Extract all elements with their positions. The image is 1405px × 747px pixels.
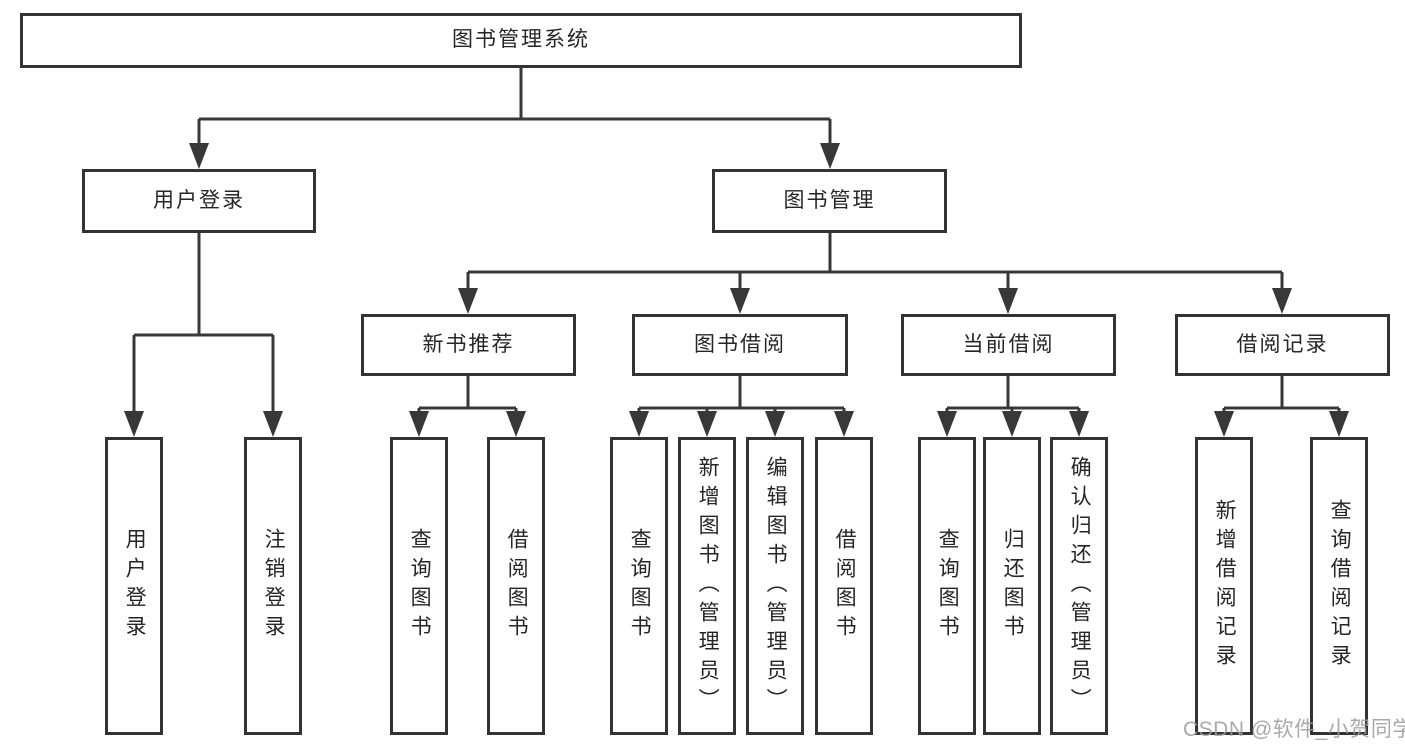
node-root-system: 图书管理系统 <box>20 13 1022 68</box>
leaf-query-books: 查询图书 <box>610 437 668 735</box>
arrow-down-icon <box>409 411 429 437</box>
leaf-borrow-books: 借阅图书 <box>487 437 545 735</box>
leaf-add-borrow-record: 新增借阅记录 <box>1195 437 1253 735</box>
connector-root-to-level2 <box>197 68 832 145</box>
arrow-down-icon <box>629 411 649 437</box>
arrow-down-icon <box>998 288 1018 314</box>
leaf-borrow-books: 借阅图书 <box>815 437 873 735</box>
arrow-down-icon <box>820 143 840 169</box>
leaf-query-books: 查询图书 <box>390 437 448 735</box>
node-new-book-recommend: 新书推荐 <box>361 314 576 376</box>
leaf-logout: 注销登录 <box>244 437 302 735</box>
leaf-add-books-admin: 新增图书（管理员） <box>678 437 736 735</box>
arrow-down-icon <box>834 411 854 437</box>
arrow-down-icon <box>1069 411 1089 437</box>
leaf-user-login: 用户登录 <box>105 437 163 735</box>
arrow-down-icon <box>506 411 526 437</box>
arrow-down-icon <box>263 411 283 437</box>
connector-user-login-to-leaves <box>132 233 275 413</box>
leaf-return-books: 归还图书 <box>983 437 1041 735</box>
node-borrow-records: 借阅记录 <box>1175 314 1390 376</box>
leaf-edit-books-admin: 编辑图书（管理员） <box>746 437 804 735</box>
node-book-management: 图书管理 <box>712 169 947 233</box>
node-book-borrowing: 图书借阅 <box>632 314 848 376</box>
connector-book-borrow-to-leaves <box>637 376 846 414</box>
arrow-down-icon <box>189 143 209 169</box>
arrow-down-icon <box>1002 411 1022 437</box>
leaf-query-books: 查询图书 <box>918 437 976 735</box>
arrow-down-icon <box>1272 288 1292 314</box>
arrow-down-icon <box>1329 411 1349 437</box>
connector-new-book-rec-to-leaves <box>417 376 518 414</box>
connector-borrow-record-to-leaves <box>1222 376 1341 414</box>
leaf-query-borrow-record: 查询借阅记录 <box>1310 437 1368 735</box>
connector-book-mgmt-to-level3 <box>466 233 1284 290</box>
arrow-down-icon <box>1214 411 1234 437</box>
csdn-watermark: CSDN @软件_小贺同学 <box>1183 718 1405 741</box>
arrow-down-icon <box>937 411 957 437</box>
node-current-borrowing: 当前借阅 <box>901 314 1116 376</box>
arrowhead-icons <box>124 143 1349 437</box>
arrow-down-icon <box>697 411 717 437</box>
connector-current-borrow-to-leaves <box>945 376 1081 414</box>
arrow-down-icon <box>124 411 144 437</box>
leaf-confirm-return-admin: 确认归还（管理员） <box>1050 437 1108 735</box>
arrow-down-icon <box>458 288 478 314</box>
arrow-down-icon <box>765 411 785 437</box>
node-user-login: 用户登录 <box>82 169 316 233</box>
arrow-down-icon <box>730 288 750 314</box>
